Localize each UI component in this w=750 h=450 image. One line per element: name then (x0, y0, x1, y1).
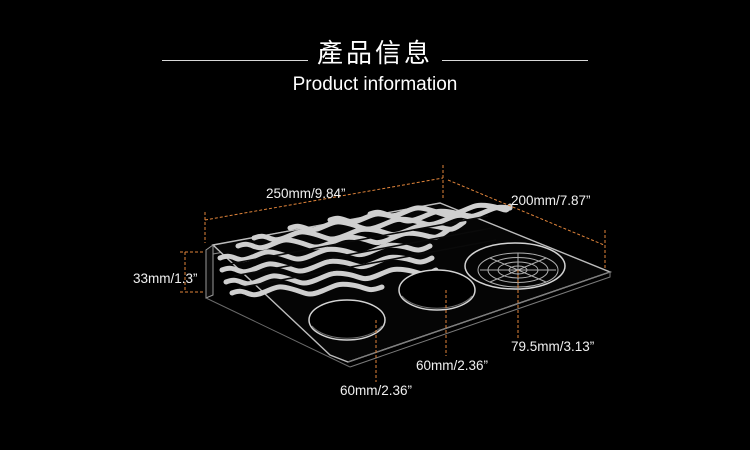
dimension-height-label: 33mm/1.3” (133, 271, 198, 286)
cup-hole-front (308, 299, 386, 341)
header-rule-right (442, 60, 588, 61)
header-rule-left (162, 60, 308, 61)
dimension-lines (180, 165, 606, 382)
page-subtitle: Product information (292, 74, 458, 95)
slat-gaps (229, 215, 497, 289)
cup-hole-middle (398, 269, 476, 311)
dimension-width-label: 200mm/7.87” (511, 193, 591, 208)
page-title: 產品信息 (316, 39, 433, 69)
wavy-slats (217, 202, 513, 298)
cup-hole-large-with-grill (464, 242, 566, 290)
dimension-front-hole-label: 60mm/2.36” (340, 383, 413, 398)
dimension-length-label: 250mm/9.84” (266, 186, 346, 201)
dimension-large-hole-label: 79.5mm/3.13” (511, 339, 595, 354)
dimension-middle-hole-label: 60mm/2.36” (416, 358, 489, 373)
